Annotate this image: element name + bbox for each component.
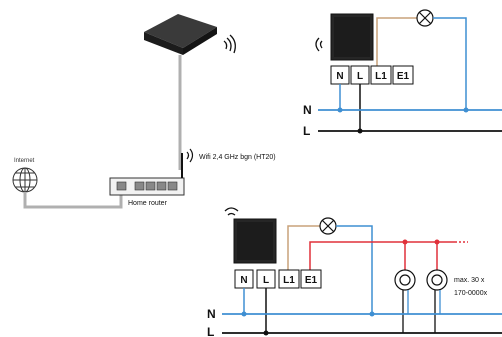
smart-switch-icon (330, 13, 374, 61)
terminal-block-bottom: N L L1 E1 (234, 269, 322, 289)
router-icon (109, 153, 185, 196)
hub-device-icon (144, 14, 217, 55)
neutral-return-bottom (336, 225, 373, 314)
wifi-signal-icon (223, 34, 236, 54)
smart-switch-icon (233, 218, 277, 264)
extension-unit-icon (394, 269, 416, 291)
wifi-label: Wifi 2,4 GHz bgn (HT20) (199, 154, 276, 161)
terminal-e1: E1 (397, 71, 410, 82)
rail-label-l-bottom: L (207, 325, 214, 337)
lamp-icon (319, 217, 337, 235)
extension-unit-icon (426, 269, 448, 291)
rail-label-l-top: L (303, 124, 310, 138)
max-label-line1: max. 30 x (454, 277, 485, 284)
terminal-e1: E1 (305, 275, 318, 286)
terminal-l: L (263, 275, 269, 286)
terminal-l: L (357, 71, 363, 82)
neutral-return-top (433, 17, 467, 110)
wifi-signal-icon (224, 207, 239, 216)
router-label: Home router (128, 200, 168, 207)
wifi-signal-icon (186, 148, 194, 163)
max-label-line2: 170-0000x (454, 290, 488, 297)
terminal-n: N (336, 71, 343, 82)
rail-label-n-top: N (303, 103, 312, 117)
terminal-n: N (240, 275, 247, 286)
terminal-l1: L1 (375, 71, 387, 82)
lamp-icon (416, 9, 434, 27)
switched-wire-top (376, 17, 417, 66)
globe-icon (12, 167, 38, 193)
wifi-signal-icon (315, 37, 323, 52)
terminal-block-top: N L L1 E1 (330, 65, 414, 85)
internet-label: Internet (14, 158, 35, 164)
switched-wire-bottom (287, 225, 320, 270)
rail-label-n-bottom: N (207, 307, 216, 321)
terminal-l1: L1 (283, 275, 295, 286)
network-cable-internet (23, 190, 123, 209)
extension-wire (309, 241, 455, 270)
